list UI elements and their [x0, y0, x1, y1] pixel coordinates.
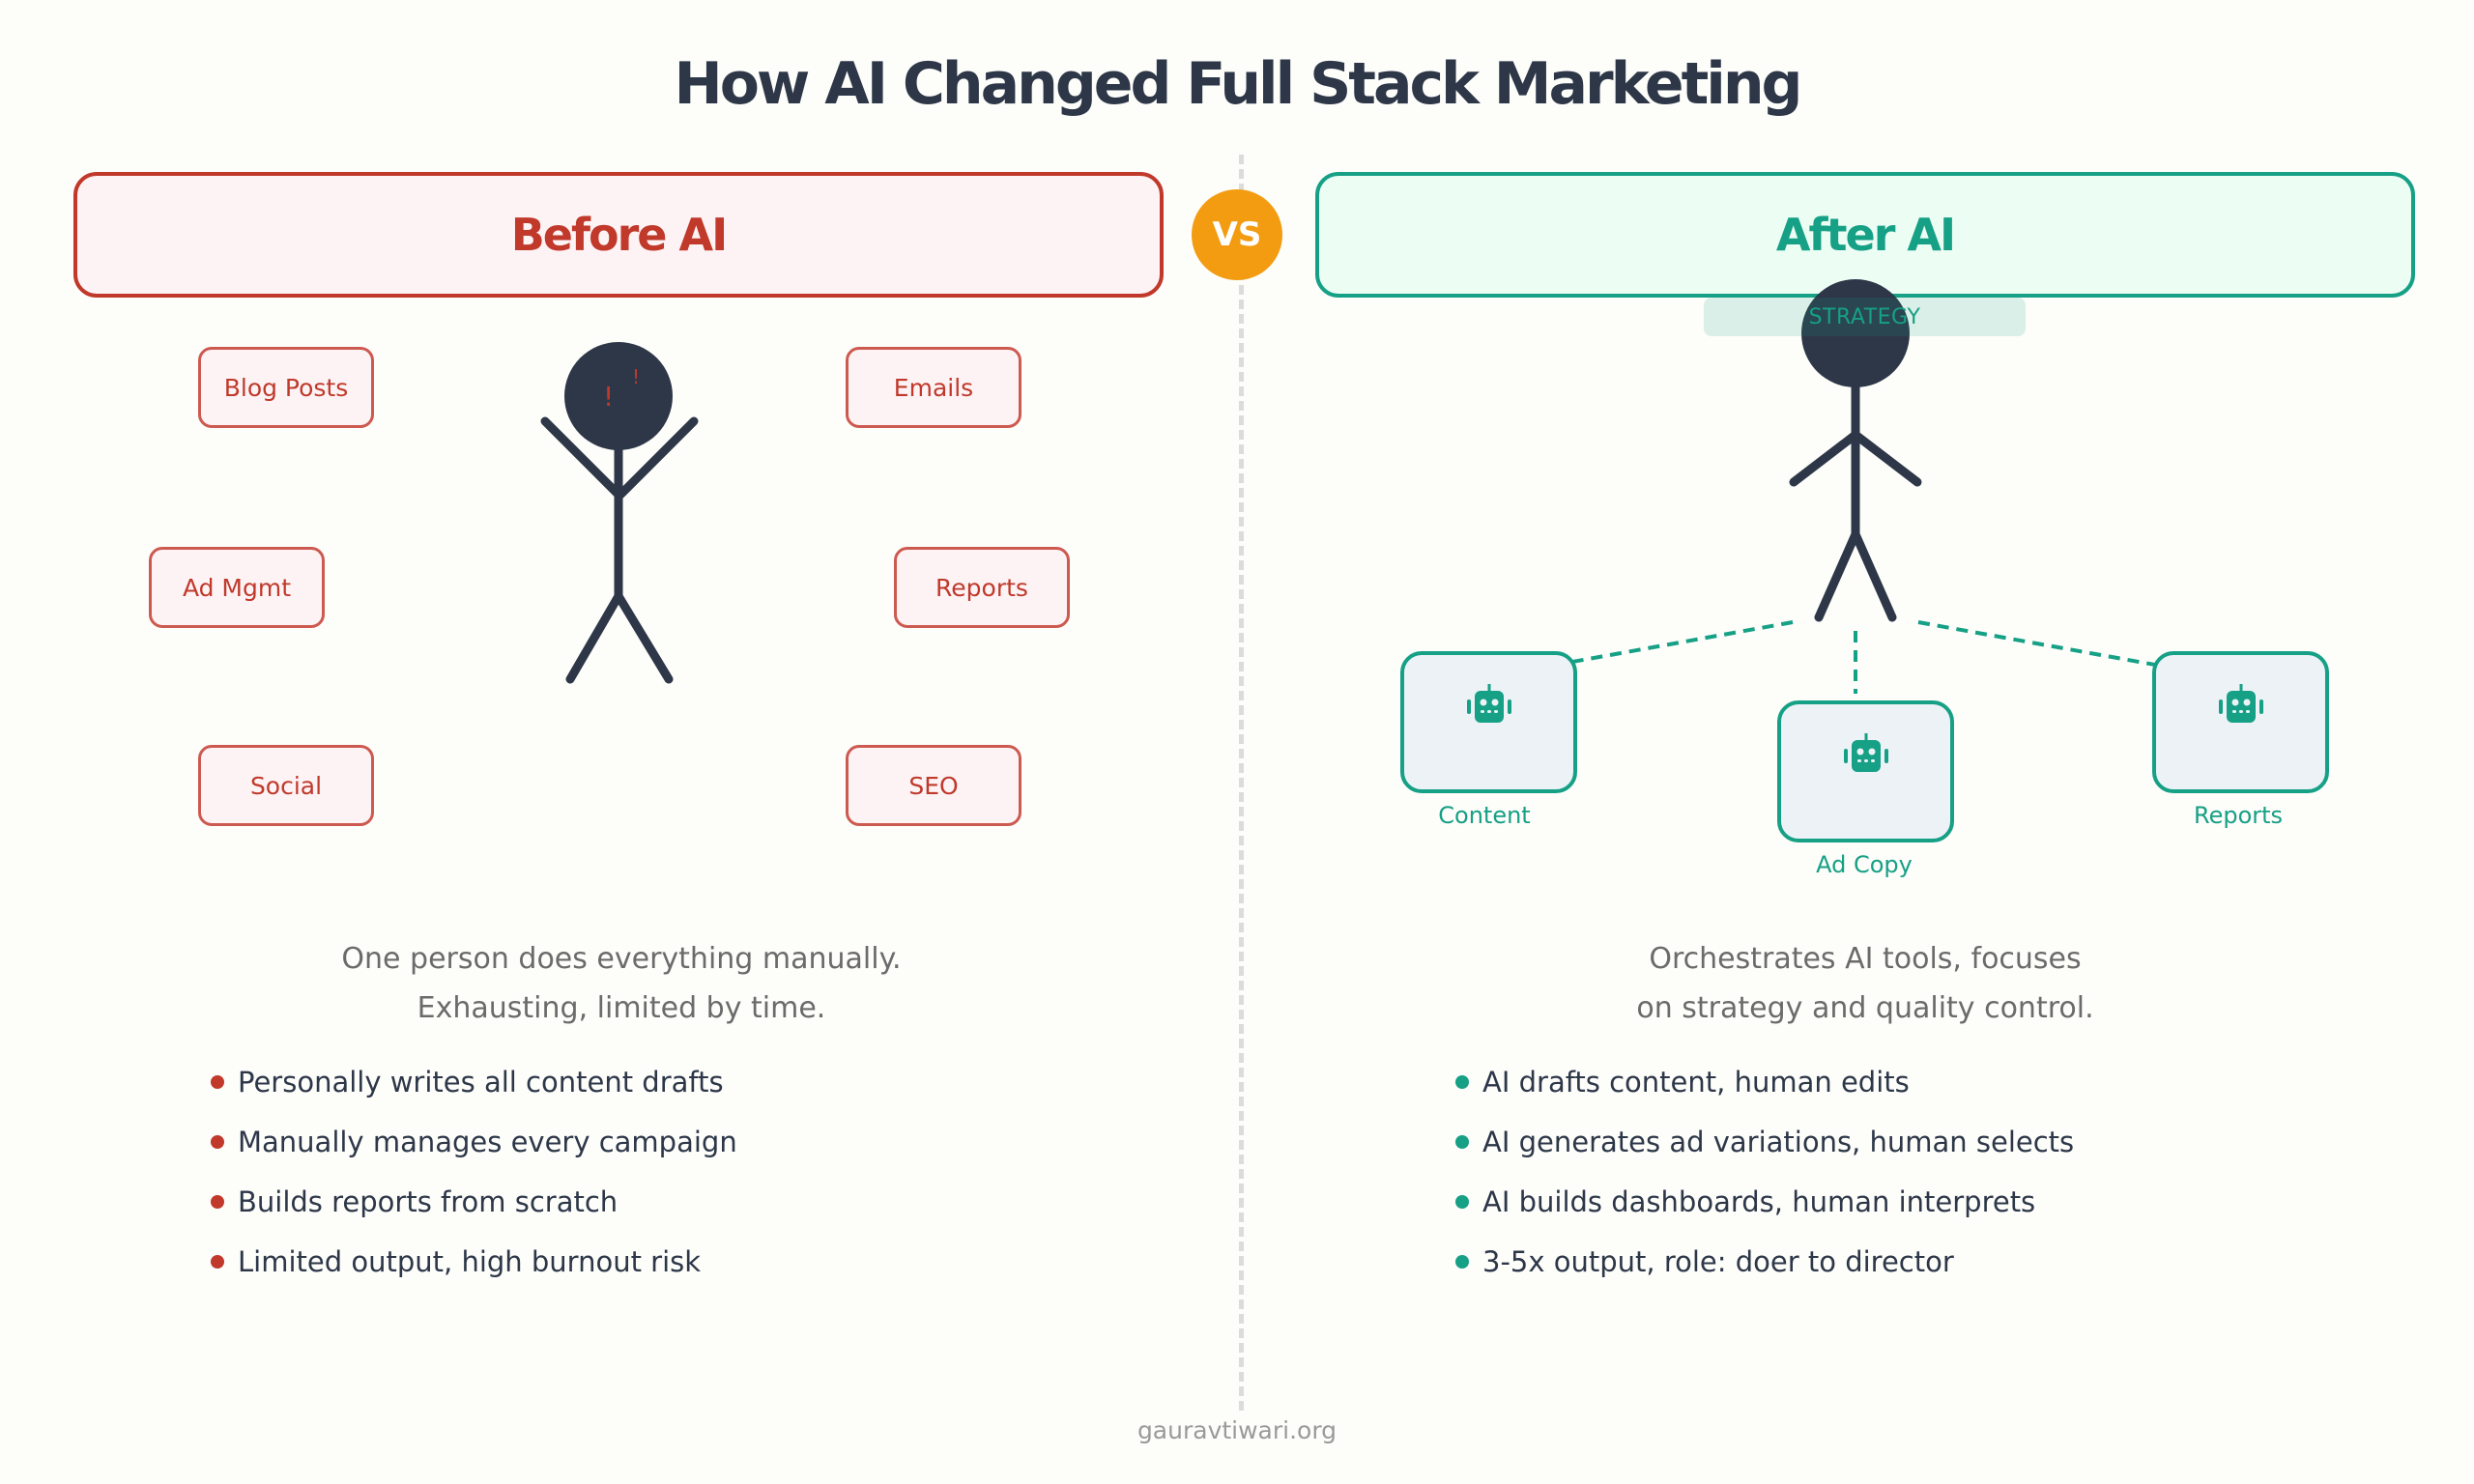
bullet-dot — [211, 1075, 224, 1089]
strategy-label: STRATEGY — [1808, 304, 1921, 329]
stress-mark: ! — [632, 365, 640, 388]
after-ai-header: After AI — [1315, 172, 2415, 298]
list-item: Personally writes all content drafts — [211, 1063, 737, 1123]
list-item: Builds reports from scratch — [211, 1183, 737, 1242]
list-item: Limited output, high burnout risk — [211, 1242, 737, 1302]
stress-mark: ! — [603, 381, 614, 413]
ai-tool-label: Content — [1438, 802, 1531, 829]
before-ai-header: Before AI — [73, 172, 1164, 298]
task-label: Ad Mgmt — [182, 573, 292, 602]
list-item: 3-5x output, role: doer to director — [1455, 1242, 2074, 1302]
page-title: How AI Changed Full Stack Marketing — [674, 50, 1803, 118]
director-person-icon — [1789, 377, 1922, 622]
before-bullet-list: Personally writes all content drafts Man… — [211, 1063, 737, 1302]
person-head — [1801, 279, 1910, 387]
bullet-text: Builds reports from scratch — [238, 1185, 618, 1218]
bullet-dot — [1455, 1075, 1469, 1089]
strategy-banner: STRATEGY — [1704, 298, 2026, 336]
robot-icon — [1843, 733, 1888, 772]
bullet-text: 3-5x output, role: doer to director — [1482, 1245, 1954, 1278]
robot-icon — [1466, 684, 1511, 723]
task-social: Social — [198, 745, 374, 826]
task-seo: SEO — [846, 745, 1021, 826]
robot-icon — [2218, 684, 2263, 723]
ai-tool-content — [1400, 651, 1577, 793]
footer-credit: gauravtiwari.org — [1136, 1416, 1338, 1444]
task-ad-mgmt: Ad Mgmt — [149, 547, 325, 628]
task-blog-posts: Blog Posts — [198, 347, 374, 428]
list-item: AI generates ad variations, human select… — [1455, 1123, 2074, 1183]
bullet-text: Personally writes all content drafts — [238, 1066, 724, 1099]
task-emails: Emails — [846, 347, 1021, 428]
bullet-dot — [211, 1135, 224, 1149]
list-item: AI builds dashboards, human interprets — [1455, 1183, 2074, 1242]
ai-tool-reports — [2152, 651, 2329, 793]
stressed-person-icon — [540, 416, 699, 684]
bullet-text: Manually manages every campaign — [238, 1126, 737, 1158]
task-reports: Reports — [894, 547, 1070, 628]
bullet-dot — [1455, 1135, 1469, 1149]
person-head — [564, 342, 673, 450]
before-description: One person does everything manually. Exh… — [138, 934, 1105, 1033]
bullet-text: AI generates ad variations, human select… — [1482, 1126, 2075, 1158]
ai-tool-label: Reports — [2193, 802, 2284, 829]
after-ai-header-label: After AI — [1775, 209, 1956, 261]
after-bullet-list: AI drafts content, human edits AI genera… — [1455, 1063, 2074, 1302]
ai-tool-ad-copy — [1777, 700, 1954, 842]
bullet-text: AI drafts content, human edits — [1482, 1066, 1910, 1099]
bullet-text: AI builds dashboards, human interprets — [1482, 1185, 2036, 1218]
task-label: SEO — [908, 771, 959, 800]
task-label: Blog Posts — [223, 373, 349, 402]
after-description: Orchestrates AI tools, focuses on strate… — [1382, 934, 2348, 1033]
center-divider — [1239, 155, 1244, 1411]
list-item: AI drafts content, human edits — [1455, 1063, 2074, 1123]
ai-tool-label: Ad Copy — [1816, 851, 1913, 878]
description-line: One person does everything manually. — [341, 942, 902, 976]
description-line: on strategy and quality control. — [1636, 991, 2094, 1025]
task-label: Social — [249, 771, 323, 800]
bullet-dot — [1455, 1195, 1469, 1209]
vs-badge: VS — [1192, 189, 1282, 280]
task-label: Emails — [893, 373, 974, 402]
before-ai-header-label: Before AI — [510, 209, 728, 261]
description-line: Orchestrates AI tools, focuses — [1649, 942, 2082, 976]
connector-lines — [1534, 620, 2177, 694]
bullet-dot — [211, 1255, 224, 1269]
vs-label: VS — [1212, 215, 1262, 254]
bullet-dot — [1455, 1255, 1469, 1269]
description-line: Exhausting, limited by time. — [417, 991, 826, 1025]
bullet-dot — [211, 1195, 224, 1209]
list-item: Manually manages every campaign — [211, 1123, 737, 1183]
bullet-text: Limited output, high burnout risk — [238, 1245, 702, 1278]
task-label: Reports — [935, 573, 1028, 602]
